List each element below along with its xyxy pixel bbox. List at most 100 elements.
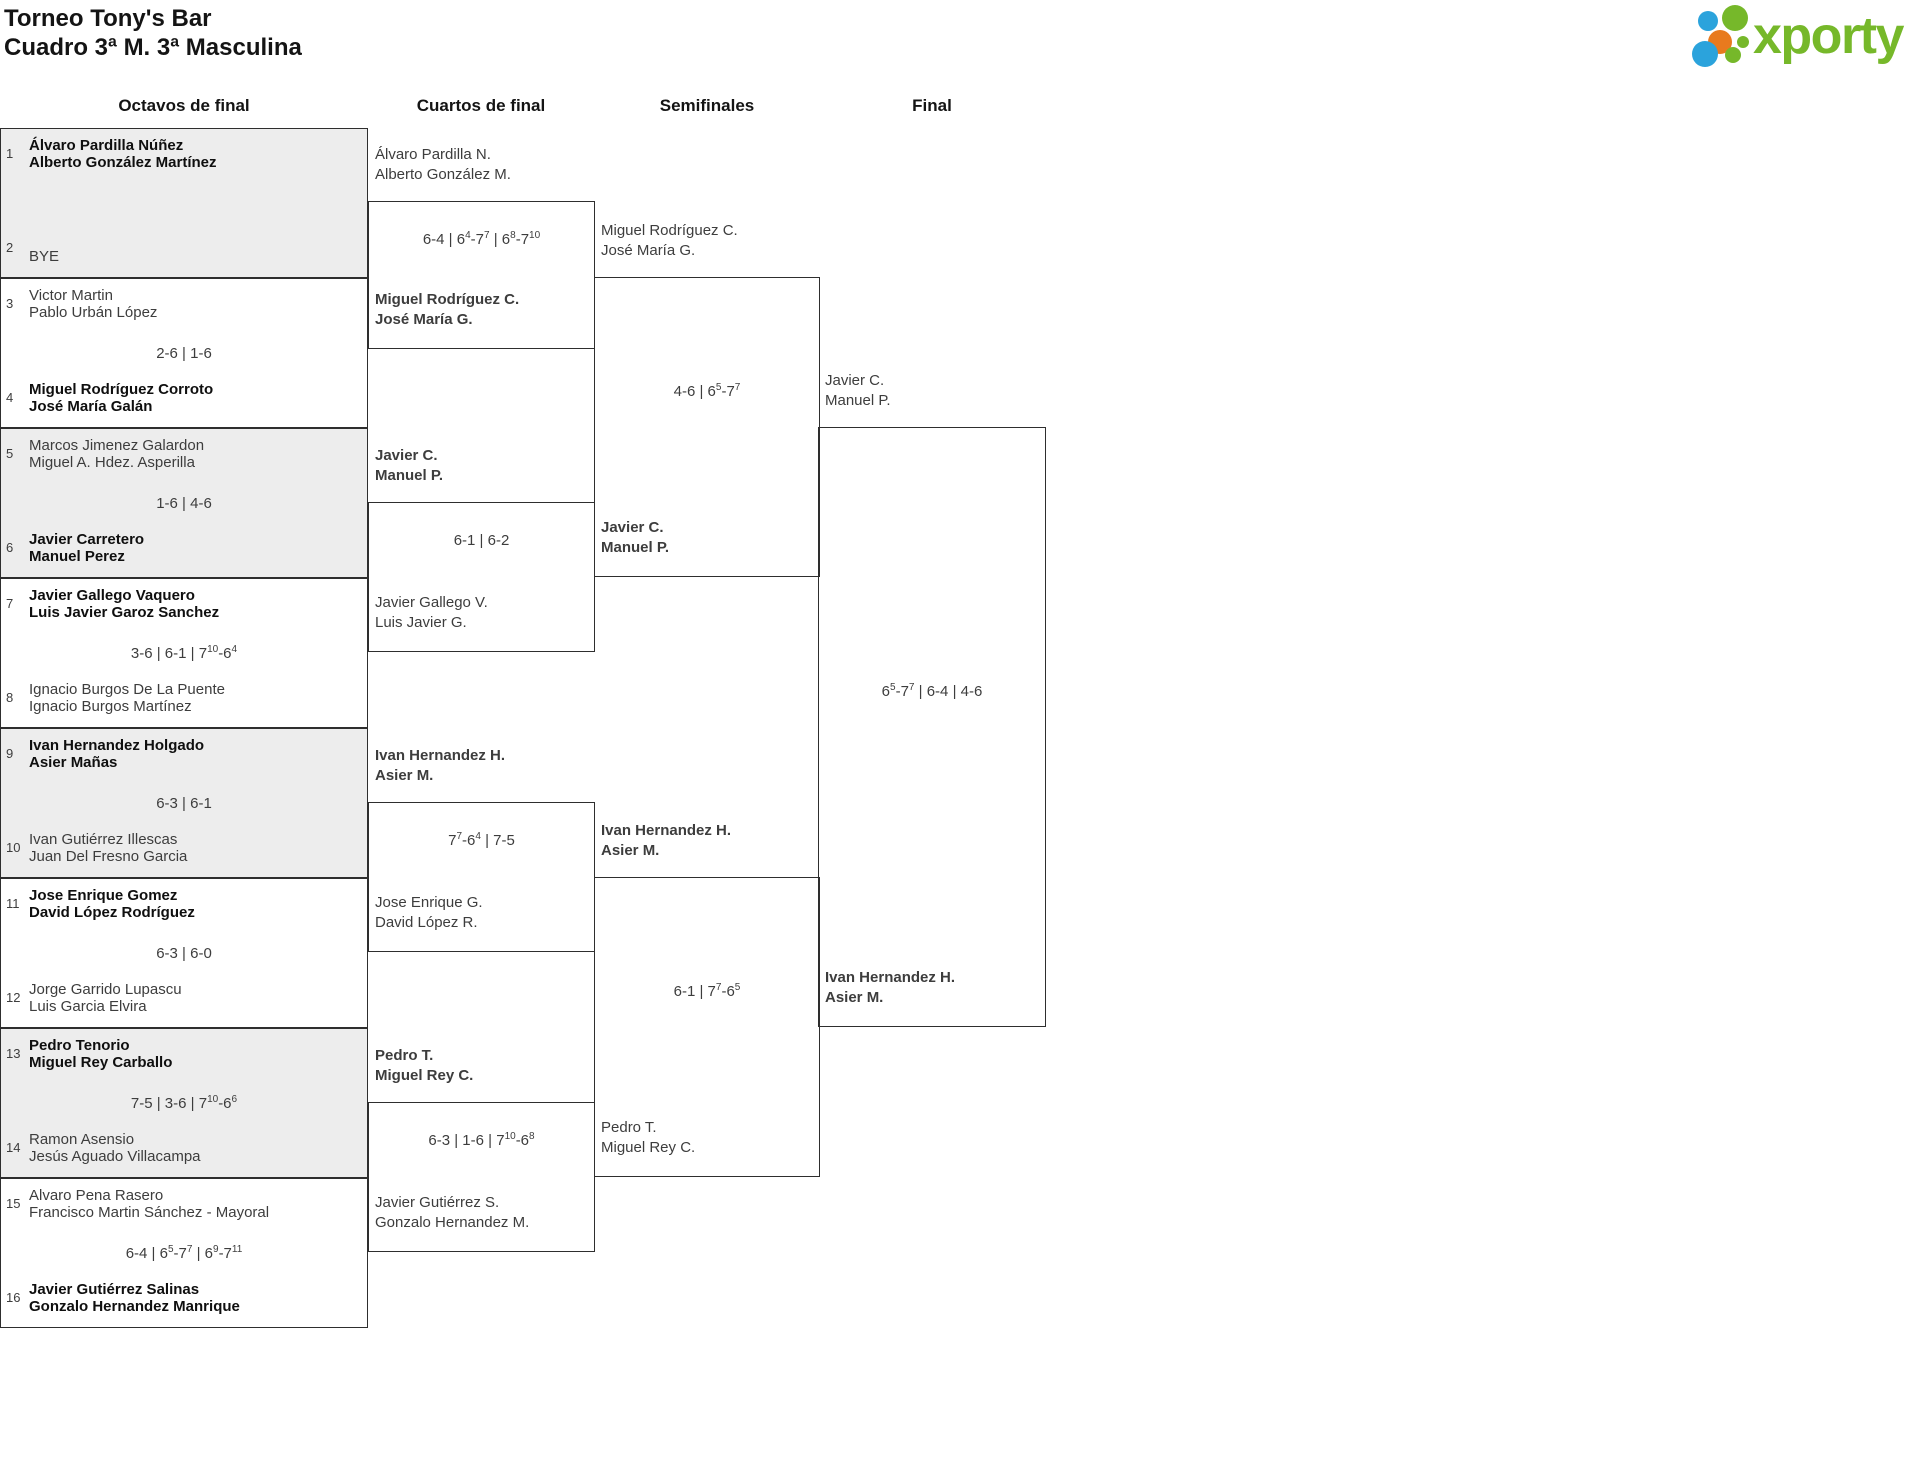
team-name: Jorge Garrido Lupascu Luis Garcia Elvira xyxy=(29,981,182,1015)
player-line-2: Alberto González M. xyxy=(375,166,511,183)
player-line-2: Miguel Rey C. xyxy=(375,1067,474,1084)
team-name: Álvaro Pardilla Núñez Alberto González M… xyxy=(29,137,217,171)
player-line-2: Luis Garcia Elvira xyxy=(29,998,147,1015)
player-line-1: Javier C. xyxy=(825,372,885,389)
player-line-1: Ivan Hernandez H. xyxy=(601,822,732,839)
seed-number: 10 xyxy=(6,840,21,855)
player-line-1: Ignacio Burgos De La Puente xyxy=(29,681,225,698)
team-name: Javier C. Manuel P. xyxy=(825,371,891,411)
player-line-2: Manuel P. xyxy=(601,539,670,556)
seed-number: 4 xyxy=(6,390,14,405)
seed-number: 3 xyxy=(6,296,14,311)
round-header-octavos: Octavos de final xyxy=(118,96,250,115)
player-line-2: Alberto González Martínez xyxy=(29,154,217,171)
seed-number: 6 xyxy=(6,540,14,555)
player-line-1: Javier Gallego Vaquero xyxy=(29,587,195,604)
player-line-1: Ivan Hernandez H. xyxy=(825,969,956,986)
team-name: Ivan Hernandez H. Asier M. xyxy=(375,746,505,786)
player-line-2: Juan Del Fresno Garcia xyxy=(29,848,188,865)
team-name: Alvaro Pena Rasero Francisco Martin Sánc… xyxy=(29,1187,269,1221)
team-name: Javier Carretero Manuel Perez xyxy=(29,531,144,565)
bracket-name: Cuadro 3ª M. 3ª Masculina xyxy=(4,34,302,61)
match-box-r16-5: 9 Ivan Hernandez Holgado Asier Mañas 6-3… xyxy=(0,728,368,878)
seed-number: 13 xyxy=(6,1046,21,1061)
player-line-2: Manuel P. xyxy=(375,467,444,484)
player-line-1: Álvaro Pardilla Núñez xyxy=(29,137,184,154)
match-box-qf-3: Ivan Hernandez H. Asier M. 77-64 | 7-5 J… xyxy=(368,747,595,952)
player-line-1: Miguel Rodríguez C. xyxy=(375,291,520,308)
match-box-qf-1: Álvaro Pardilla N. Alberto González M. 6… xyxy=(368,146,595,349)
match-box-r16-4: 7 Javier Gallego Vaquero Luis Javier Gar… xyxy=(0,578,368,728)
player-line-1: Victor Martin xyxy=(29,287,113,304)
player-line-2: Luis Javier Garoz Sanchez xyxy=(29,604,220,621)
player-line-2: Miguel A. Hdez. Asperilla xyxy=(29,454,195,471)
player-line-1: Pedro T. xyxy=(375,1047,434,1064)
match-score: 6-3 | 6-0 xyxy=(156,945,212,962)
match-score: 6-4 | 64-77 | 68-710 xyxy=(422,230,541,249)
page-title: Torneo Tony's Bar Cuadro 3ª M. 3ª Mascul… xyxy=(4,4,302,62)
seed-number: 1 xyxy=(6,146,14,161)
match-score: 4-6 | 65-77 xyxy=(673,382,741,401)
match-score: 6-3 | 1-6 | 710-68 xyxy=(428,1131,535,1150)
team-name: Pedro T. Miguel Rey C. xyxy=(601,1118,695,1158)
player-line-1: Ivan Hernandez Holgado xyxy=(29,737,205,754)
team-name: Pedro Tenorio Miguel Rey Carballo xyxy=(29,1037,172,1071)
match-score: 3-6 | 6-1 | 710-64 xyxy=(130,644,238,663)
seed-number: 12 xyxy=(6,990,21,1005)
match-box-qf-4: Pedro T. Miguel Rey C. 6-3 | 1-6 | 710-6… xyxy=(368,1047,595,1252)
team-name: Javier Gutiérrez S. Gonzalo Hernandez M. xyxy=(375,1193,529,1233)
player-line-1: Ivan Gutiérrez Illescas xyxy=(29,831,178,848)
player-line-2: Manuel Perez xyxy=(29,548,125,565)
team-name: Javier Gutiérrez Salinas Gonzalo Hernand… xyxy=(29,1281,240,1315)
player-line-1: Pedro T. xyxy=(601,1119,657,1136)
player-line-2: José María Galán xyxy=(29,398,153,415)
match-box-r16-6: 11 Jose Enrique Gomez David López Rodríg… xyxy=(0,878,368,1028)
player-line-2: Asier M. xyxy=(601,842,660,859)
player-line-2: Francisco Martin Sánchez - Mayoral xyxy=(29,1204,270,1221)
match-box-r16-1: 1 Álvaro Pardilla Núñez Alberto González… xyxy=(0,128,368,278)
xporty-logo: xporty xyxy=(1688,0,1920,70)
player-line-1: Javier C. xyxy=(375,447,438,464)
team-name: Ivan Hernandez Holgado Asier Mañas xyxy=(29,737,204,771)
team-name: Javier C. Manuel P. xyxy=(375,446,443,486)
player-line-1: Jorge Garrido Lupascu xyxy=(29,981,182,998)
match-score: 6-4 | 65-77 | 69-711 xyxy=(125,1244,243,1263)
team-name: Miguel Rodríguez C. José María G. xyxy=(601,221,738,261)
seed-number: 7 xyxy=(6,596,14,611)
player-line-2: José María G. xyxy=(375,311,473,328)
player-line-1: Miguel Rodríguez Corroto xyxy=(29,381,214,398)
tournament-name: Torneo Tony's Bar xyxy=(4,5,212,32)
logo-dot-green-tiny-icon xyxy=(1737,36,1749,48)
match-box-r16-3: 5 Marcos Jimenez Galardon Miguel A. Hdez… xyxy=(0,428,368,578)
team-name: Javier Gallego V. Luis Javier G. xyxy=(375,593,488,633)
team-name: Pedro T. Miguel Rey C. xyxy=(375,1046,473,1086)
match-score: 6-3 | 6-1 xyxy=(156,795,212,812)
match-box-sf-1: Miguel Rodríguez C. José María G. 4-6 | … xyxy=(594,222,820,577)
player-line-2: Manuel P. xyxy=(825,392,891,409)
team-name: Álvaro Pardilla N. Alberto González M. xyxy=(375,145,511,185)
player-line-1: Jose Enrique Gomez xyxy=(29,887,178,904)
player-line-2: Asier Mañas xyxy=(29,754,118,771)
logo-dot-green-small-icon xyxy=(1725,47,1741,63)
seed-number: 16 xyxy=(6,1290,21,1305)
logo-dot-green-icon xyxy=(1722,5,1748,31)
player-line-1: Miguel Rodríguez C. xyxy=(601,222,738,239)
player-line-1: Pedro Tenorio xyxy=(29,1037,130,1054)
round-header-cuartos: Cuartos de final xyxy=(416,96,546,115)
seed-number: 5 xyxy=(6,446,14,461)
team-name: Ivan Hernandez H. Asier M. xyxy=(825,968,955,1008)
player-line-1: Javier C. xyxy=(601,519,664,536)
player-line-2: Gonzalo Hernandez Manrique xyxy=(29,1298,240,1315)
team-name: Victor Martin Pablo Urbán López xyxy=(29,287,157,321)
player-line-2: Miguel Rey C. xyxy=(601,1139,696,1156)
player-line-1: Javier Gutiérrez Salinas xyxy=(29,1281,200,1298)
player-line-1: Ivan Hernandez H. xyxy=(375,747,506,764)
player-line-1: Javier Gallego V. xyxy=(375,594,488,611)
seed-number: 2 xyxy=(6,240,14,255)
match-box-r16-8: 15 Alvaro Pena Rasero Francisco Martin S… xyxy=(0,1178,368,1328)
match-box-qf-2: Javier C. Manuel P. 6-1 | 6-2 Javier Gal… xyxy=(368,447,595,652)
player-line-1: BYE xyxy=(29,248,60,265)
player-line-2: David López Rodríguez xyxy=(29,904,195,921)
player-line-2: Asier M. xyxy=(375,767,434,784)
